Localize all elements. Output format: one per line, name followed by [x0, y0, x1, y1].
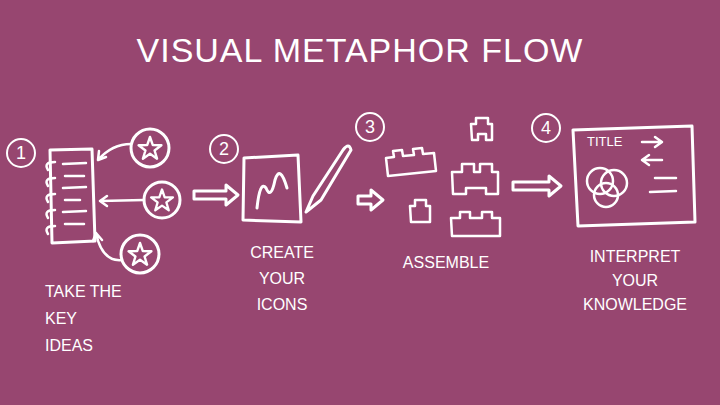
notebook-page: [50, 149, 95, 243]
flow-arrow: [513, 176, 561, 196]
step-number: 2: [209, 134, 239, 164]
idea-circle: [121, 235, 159, 273]
puzzle-brick: [386, 148, 436, 176]
step-number: 3: [355, 112, 385, 142]
flow-arrow: [358, 190, 383, 210]
flow-arrow: [194, 185, 238, 205]
step-group: TITLE INTERPRET YOUR KNOWLEDGE: [565, 120, 705, 321]
idea-pointer: [98, 144, 131, 160]
step-label: TAKE THE KEY IDEAS: [45, 278, 127, 359]
icon-title: TITLE: [587, 134, 647, 149]
idea-pointer: [100, 196, 144, 206]
notebook-lines: [63, 163, 86, 224]
step-number-text: 2: [219, 140, 229, 158]
drawing-canvas: [243, 155, 301, 222]
canvas-scribble: [257, 174, 287, 208]
idea-star: [139, 137, 162, 159]
idea-pointer: [93, 233, 122, 260]
idea-star: [151, 190, 173, 211]
puzzle-brick: [471, 118, 492, 140]
venn-circle: [594, 183, 618, 207]
step-group: TAKE THE KEY IDEAS: [40, 128, 190, 368]
step-number-text: 1: [16, 144, 26, 162]
idea-circle: [131, 129, 169, 167]
puzzle-brick: [451, 212, 500, 236]
puzzle-brick: [452, 164, 498, 194]
step-number: 1: [6, 138, 36, 168]
step-label: CREATE YOUR ICONS: [242, 240, 322, 318]
page-arrow: [642, 155, 662, 165]
step-number: 4: [531, 113, 561, 143]
notebook-rings: [47, 162, 55, 234]
step-group: CREATE YOUR ICONS: [242, 150, 354, 325]
page-arrow: [642, 137, 662, 147]
diagram-title: VISUAL METAPHOR FLOW: [0, 30, 720, 70]
step-number-text: 4: [541, 119, 551, 137]
step-label: INTERPRET YOUR KNOWLEDGE: [575, 245, 695, 317]
step-number-text: 3: [365, 118, 375, 136]
idea-circle: [144, 182, 180, 218]
step-label: ASSEMBLE: [387, 250, 505, 276]
idea-star: [129, 243, 152, 265]
result-page: [573, 126, 695, 226]
puzzle-brick: [410, 200, 430, 222]
step-group: ASSEMBLE: [387, 112, 509, 292]
pen: [306, 146, 351, 212]
page-line: [650, 178, 676, 192]
